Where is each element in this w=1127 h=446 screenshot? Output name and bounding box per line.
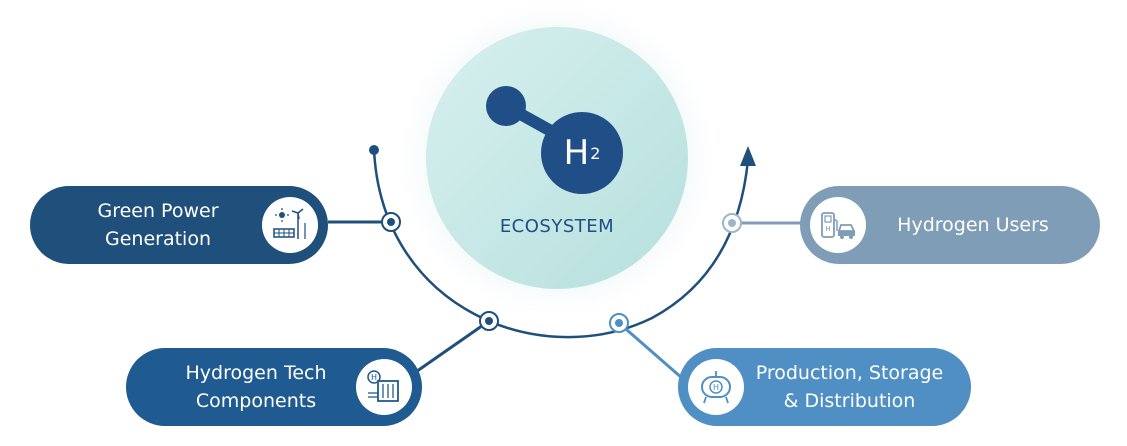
node-hydrogen-tech-line1: Hydrogen Tech [185,362,327,384]
arc-node-hydrogen-tech [479,311,499,331]
node-hydrogen-users-line1: Hydrogen Users [897,214,1049,236]
node-hydrogen-tech[interactable]: Hydrogen Tech Components H [126,348,422,426]
ecosystem-arc [372,149,750,339]
node-green-power-label: Green Power Generation [58,197,258,253]
h2-symbol-letter: H [563,133,590,173]
node-production-line2: & Distribution [783,390,916,412]
node-green-power[interactable]: Green Power Generation [30,186,328,264]
connector-hydrogen-tech [409,319,490,378]
h2-symbol-subscript: 2 [590,143,601,163]
arc-node-hydrogen-users [722,213,742,233]
hydrogen-component-icon: H [356,359,412,415]
node-production-label: Production, Storage & Distribution [744,359,955,415]
arc-node-production [609,313,629,333]
ecosystem-label: ECOSYSTEM [499,216,615,237]
hydrogen-tank-icon: H [688,359,744,415]
svg-text:H: H [713,383,719,392]
svg-text:H: H [825,225,830,233]
h2-molecule-icon [486,86,623,194]
node-green-power-line2: Generation [105,228,211,250]
solar-wind-icon [262,197,318,253]
node-hydrogen-tech-line2: Components [195,390,317,412]
fuel-pump-car-icon: H [810,197,866,253]
svg-text:H: H [371,373,377,382]
arc-arrowhead [740,146,756,166]
node-production-line1: Production, Storage [755,362,944,384]
arc-node-green-power [381,212,401,232]
node-green-power-line1: Green Power [97,200,219,222]
node-production[interactable]: H Production, Storage & Distribution [678,348,971,426]
connector-production [618,321,691,387]
arc-start-dot [369,145,379,155]
node-hydrogen-users[interactable]: H Hydrogen Users [800,186,1100,264]
node-hydrogen-tech-label: Hydrogen Tech Components [156,359,356,415]
node-hydrogen-users-label: Hydrogen Users [866,211,1080,239]
